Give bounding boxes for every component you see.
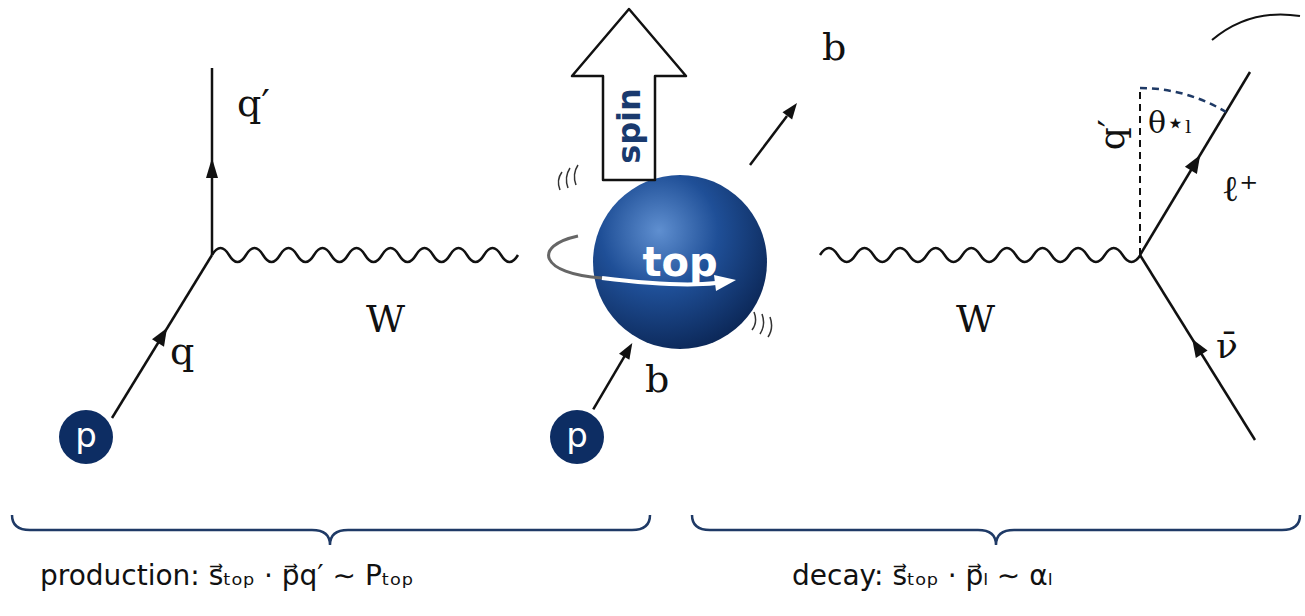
spin-arrow: spin: [570, 6, 688, 182]
node-label: p: [566, 415, 588, 455]
proton-circle: p: [58, 409, 114, 465]
particle-label: θ⋆ₗ: [1148, 106, 1192, 141]
vibration-mark: [752, 312, 772, 337]
fermion-arrow: [206, 158, 218, 178]
particle-label: ℓ⁺: [1222, 168, 1258, 209]
quark-connector: [593, 343, 632, 409]
decoration-curve: [1212, 14, 1300, 40]
proton-circle: p: [549, 409, 605, 465]
sphere-fill: [593, 175, 767, 349]
reference-axis: [1139, 88, 1141, 255]
vibration-mark: [558, 165, 578, 190]
w-boson-wave: [212, 248, 518, 262]
particle-label: q′: [237, 82, 270, 126]
connector-line: [593, 353, 626, 409]
particle-label: b: [822, 26, 846, 70]
lepton-line: [1140, 72, 1250, 255]
particle-label: W: [366, 298, 405, 342]
top-quark-sphere: top: [592, 174, 768, 350]
fermion-arrow: [152, 328, 167, 347]
circle-fill: [550, 410, 604, 464]
particle-label: ν̄: [1216, 325, 1238, 366]
b-quark-line: [750, 116, 787, 165]
particle-label: W: [956, 298, 995, 342]
node-label: p: [75, 415, 97, 455]
particle-label: b: [645, 358, 669, 402]
particle-label: q′: [1091, 119, 1132, 150]
particle-label: q: [170, 330, 194, 374]
node-label: spin: [610, 88, 648, 164]
neutrino-line: [1140, 255, 1255, 440]
formula-caption: decay: s⃗ₜₒₚ · p⃗ₗ ∼ αₗ: [792, 560, 1052, 592]
arrowhead: [619, 343, 632, 360]
node-label: top: [642, 239, 717, 285]
circle-fill: [59, 410, 113, 464]
fermion-arrow: [1192, 339, 1207, 358]
fermion-arrow: [1185, 155, 1200, 174]
formula-caption: production: s⃗ₜₒₚ · p⃗q′ ∼ Pₜₒₚ: [40, 560, 414, 592]
brace: [692, 515, 1300, 545]
brace: [12, 515, 650, 545]
w-boson-wave: [820, 248, 1140, 262]
fermion-arrow: [783, 103, 798, 119]
quark-line: [112, 255, 212, 418]
arrow-shape: [572, 9, 686, 180]
